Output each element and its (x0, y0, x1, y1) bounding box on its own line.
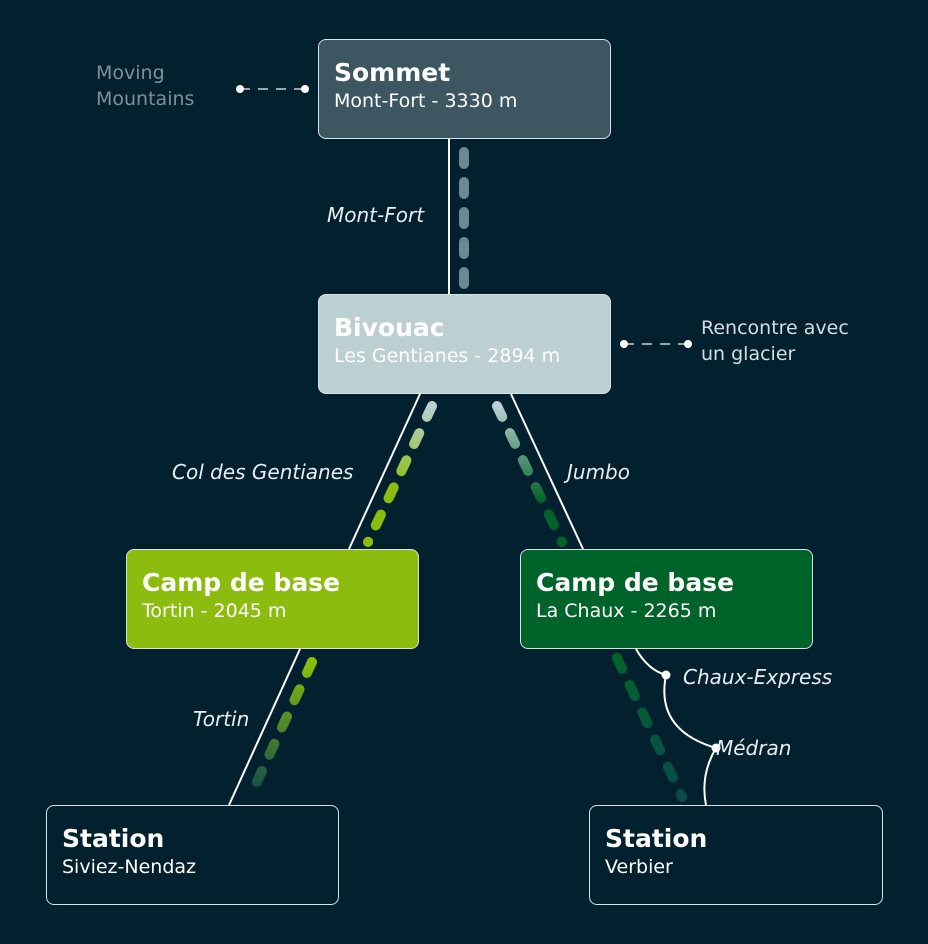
node-title: Camp de base (142, 568, 341, 597)
label-col: Col des Gentianes (172, 460, 354, 484)
note-line: Moving (96, 62, 165, 84)
line-chaux-express (635, 648, 718, 806)
node-title: Sommet (334, 58, 451, 87)
node-station-nendaz: Station Siviez-Nendaz (46, 805, 339, 905)
node-camp-chaux: Camp de base La Chaux - 2265 m (520, 549, 813, 649)
note-line: Mountains (96, 88, 195, 110)
node-sommet: Sommet Mont-Fort - 3330 m (318, 39, 611, 139)
node-title: Camp de base (536, 568, 735, 597)
node-subtitle: Verbier (605, 856, 673, 878)
line-tortin (228, 648, 301, 806)
label-tortin: Tortin (193, 707, 250, 731)
node-title: Station (62, 824, 165, 853)
node-subtitle: Tortin - 2045 m (142, 600, 287, 622)
node-title: Bivouac (334, 313, 445, 342)
node-subtitle: La Chaux - 2265 m (536, 600, 717, 622)
note-moving-mountains: Moving Mountains (96, 60, 194, 112)
line-col (348, 393, 421, 550)
label-chaux-express: Chaux-Express (683, 665, 833, 689)
node-subtitle: Mont-Fort - 3330 m (334, 90, 518, 112)
note-line: un glacier (701, 343, 796, 365)
node-subtitle: Siviez-Nendaz (62, 856, 197, 878)
label-jumbo: Jumbo (567, 460, 630, 484)
line-jumbo (510, 393, 584, 550)
node-bivouac: Bivouac Les Gentianes - 2894 m (318, 294, 611, 394)
label-montfort: Mont-Fort (327, 203, 425, 227)
note-line: Rencontre avec (701, 317, 849, 339)
node-subtitle: Les Gentianes - 2894 m (334, 345, 561, 367)
node-station-verbier: Station Verbier (589, 805, 883, 905)
node-camp-tortin: Camp de base Tortin - 2045 m (126, 549, 419, 649)
label-medran: Médran (716, 736, 792, 760)
note-glacier: Rencontre avec un glacier (701, 315, 849, 367)
node-title: Station (605, 824, 708, 853)
